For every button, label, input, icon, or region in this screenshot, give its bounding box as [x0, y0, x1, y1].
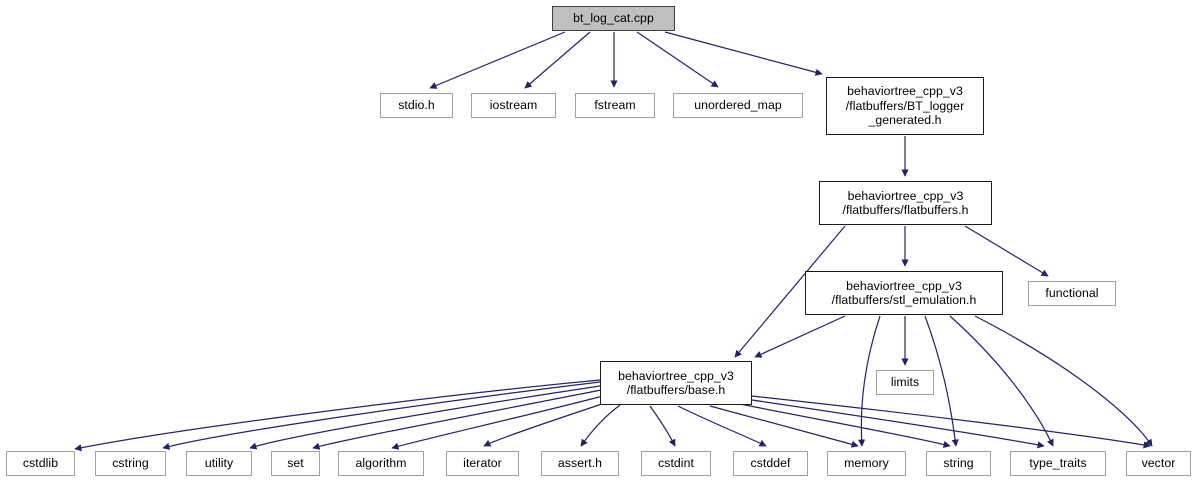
node-base-h[interactable]: behaviortree_cpp_v3 /flatbuffers/base.h	[600, 361, 752, 405]
node-iostream[interactable]: iostream	[471, 93, 556, 118]
node-iterator[interactable]: iterator	[446, 451, 519, 476]
node-utility[interactable]: utility	[186, 451, 252, 476]
node-stl-emulation-h[interactable]: behaviortree_cpp_v3 /flatbuffers/stl_emu…	[805, 271, 1003, 315]
node-bt-log-cat-cpp[interactable]: bt_log_cat.cpp	[552, 6, 675, 31]
node-stdio-h[interactable]: stdio.h	[380, 93, 453, 118]
node-assert-h[interactable]: assert.h	[541, 451, 619, 476]
node-type-traits[interactable]: type_traits	[1010, 451, 1106, 476]
node-fstream[interactable]: fstream	[575, 93, 655, 118]
node-cstring[interactable]: cstring	[95, 451, 166, 476]
node-string[interactable]: string	[926, 451, 991, 476]
node-set[interactable]: set	[271, 451, 320, 476]
node-vector[interactable]: vector	[1126, 451, 1191, 476]
node-unordered-map[interactable]: unordered_map	[673, 93, 803, 118]
node-cstdint[interactable]: cstdint	[641, 451, 711, 476]
node-cstddef[interactable]: cstddef	[733, 451, 808, 476]
node-bt-logger-generated-h[interactable]: behaviortree_cpp_v3 /flatbuffers/BT_logg…	[826, 77, 984, 135]
node-memory[interactable]: memory	[827, 451, 906, 476]
node-functional[interactable]: functional	[1028, 281, 1116, 306]
node-cstdlib[interactable]: cstdlib	[6, 451, 75, 476]
node-limits[interactable]: limits	[876, 370, 934, 395]
node-flatbuffers-h[interactable]: behaviortree_cpp_v3 /flatbuffers/flatbuf…	[819, 181, 992, 225]
node-algorithm[interactable]: algorithm	[338, 451, 424, 476]
